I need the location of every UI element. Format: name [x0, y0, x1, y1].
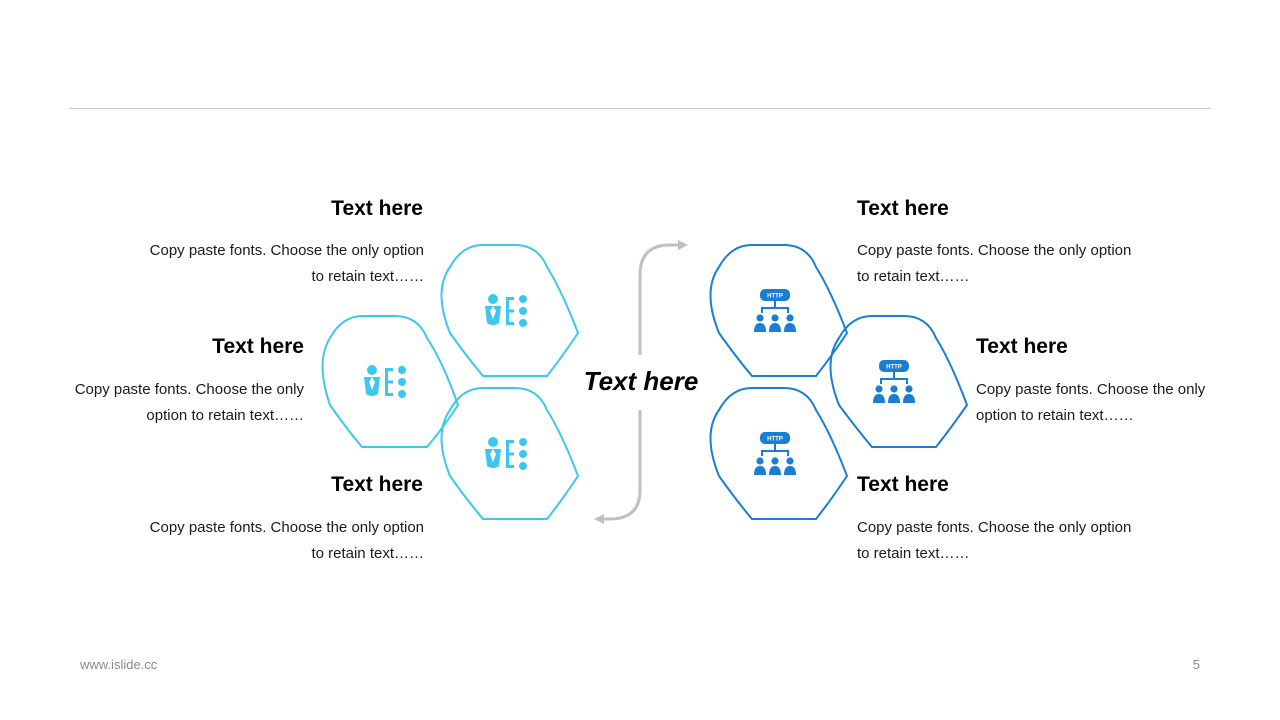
item-body-right-top: Copy paste fonts. Choose the only option… [857, 242, 1132, 285]
hexagon-left-middle [321, 315, 460, 448]
hexagon-left-bottom [440, 387, 580, 520]
item-title-left-middle: Text here [212, 335, 304, 358]
item-title-left-bottom: Text here [331, 473, 423, 496]
http-label: HTTP [767, 294, 783, 300]
http-label: HTTP [767, 437, 783, 443]
item-title-left-top: Text here [331, 197, 423, 220]
page-number: 5 [1192, 657, 1200, 672]
item-body-left-bottom: Copy paste fonts. Choose the only option… [149, 519, 424, 562]
arrow-up-right [638, 243, 680, 355]
person-list-icon [364, 365, 406, 398]
person-list-icon [485, 437, 527, 470]
center-title: Text here [583, 366, 699, 396]
hexagon-left-top [440, 244, 580, 377]
arrow-down-left [602, 410, 642, 521]
http-network-icon: HTTP [754, 432, 796, 475]
hexagon-right-top [709, 244, 849, 377]
item-title-right-bottom: Text here [857, 473, 949, 496]
hexagon-right-middle [829, 315, 969, 448]
person-list-icon [485, 294, 527, 327]
item-title-right-middle: Text here [976, 335, 1068, 358]
footer-website: www.islide.cc [80, 657, 158, 672]
item-body-left-top: Copy paste fonts. Choose the only option… [149, 242, 424, 285]
header-divider [70, 108, 1210, 109]
hexagon-right-bottom [709, 387, 849, 520]
arrow-up-right-head [678, 240, 688, 250]
item-body-right-middle: Copy paste fonts. Choose the only option… [976, 381, 1206, 424]
item-body-left-middle: Copy paste fonts. Choose the only option… [74, 381, 304, 424]
http-label: HTTP [886, 365, 902, 371]
item-title-right-top: Text here [857, 197, 949, 220]
item-body-right-bottom: Copy paste fonts. Choose the only option… [857, 519, 1132, 562]
arrow-down-left-head [594, 514, 604, 524]
http-network-icon: HTTP [754, 289, 796, 332]
http-network-icon: HTTP [873, 360, 915, 403]
